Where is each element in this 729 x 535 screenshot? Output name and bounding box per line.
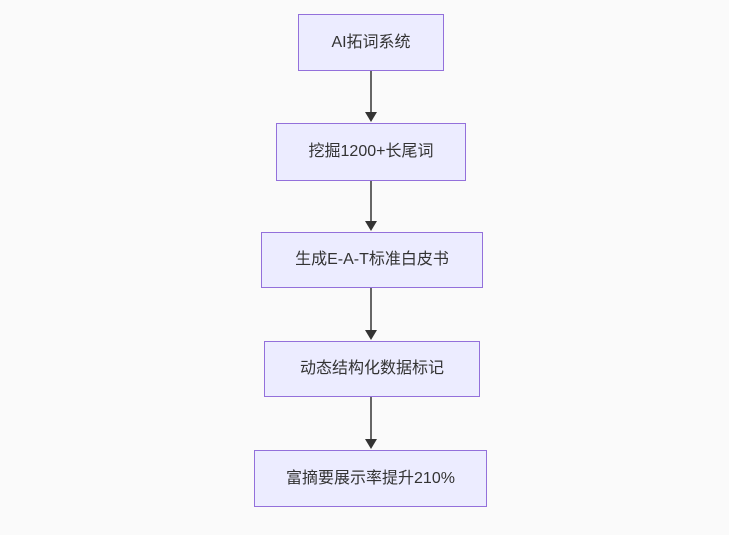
flow-node-label: 挖掘1200+长尾词 — [308, 143, 434, 161]
flow-node-longtail-keyword-mining: 挖掘1200+长尾词 — [276, 123, 466, 181]
flow-node-label: 生成E-A-T标准白皮书 — [295, 251, 449, 269]
edge-line-1 — [370, 71, 372, 112]
flow-node-label: 动态结构化数据标记 — [299, 360, 444, 378]
flow-node-ai-expansion-system: AI拓词系统 — [298, 14, 444, 71]
edge-line-3 — [370, 288, 372, 330]
edge-line-4 — [370, 397, 372, 439]
flow-node-label: 富摘要展示率提升210% — [286, 469, 455, 487]
edge-line-2 — [370, 181, 372, 221]
arrowhead-icon — [365, 221, 377, 231]
flow-node-rich-snippet-uplift: 富摘要展示率提升210% — [254, 450, 487, 507]
arrowhead-icon — [365, 112, 377, 122]
flow-node-label: AI拓词系统 — [331, 33, 411, 51]
flow-node-eat-whitepaper: 生成E-A-T标准白皮书 — [261, 232, 483, 288]
arrowhead-icon — [365, 439, 377, 449]
flow-node-structured-data-markup: 动态结构化数据标记 — [264, 341, 480, 397]
arrowhead-icon — [365, 330, 377, 340]
